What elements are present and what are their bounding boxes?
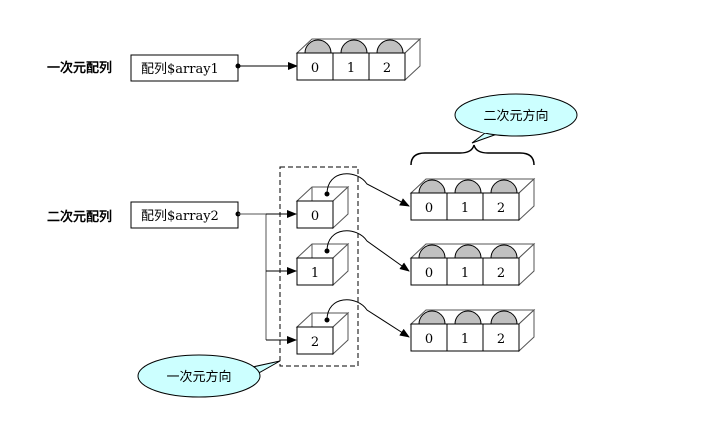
array-cell-index: 0 — [425, 332, 433, 347]
second-dimension-brace — [410, 144, 535, 166]
array-box-array1: 0 1 2 — [295, 37, 422, 82]
pointer-arrow — [326, 230, 410, 272]
outer-cell-1: 1 — [295, 230, 410, 287]
array-cell-index: 2 — [497, 266, 505, 281]
ball — [454, 179, 482, 194]
ball — [340, 39, 368, 54]
ball — [490, 310, 518, 325]
outer-array-container: 0 1 2 — [295, 173, 410, 356]
outer-cell-0: 0 — [295, 173, 410, 230]
cube-front — [296, 257, 334, 286]
ball — [376, 39, 404, 54]
array-cell — [446, 192, 484, 221]
ball — [418, 310, 446, 325]
array2-branch-line — [238, 213, 267, 340]
array-cell — [410, 257, 448, 286]
array-cell-index: 2 — [497, 332, 505, 347]
cube-front — [296, 200, 334, 229]
array1-container: 0 1 2 — [295, 37, 422, 82]
ball — [454, 310, 482, 325]
ball — [304, 39, 332, 54]
ball — [490, 244, 518, 259]
array2-variable-label: 配列$array2 — [141, 209, 219, 224]
array-box-inner-2: 0 1 2 — [409, 308, 536, 353]
array-box-inner-0: 0 1 2 — [409, 177, 536, 222]
first-dimension-outline — [279, 166, 359, 367]
array-cell-index: 1 — [347, 61, 355, 76]
array-box-inner-1: 0 1 2 — [409, 242, 536, 287]
array-cell-index: 1 — [461, 266, 469, 281]
pointer-arrow — [326, 299, 410, 338]
array-cell — [332, 52, 370, 81]
second-dimension-callout — [454, 93, 578, 137]
outer-cell-index: 2 — [311, 335, 319, 350]
two-dim-label: 二次元配列 — [47, 209, 112, 225]
array-cell-index: 1 — [461, 332, 469, 347]
array-cell — [482, 192, 520, 221]
array-cell — [482, 323, 520, 352]
array-cell-index: 0 — [425, 266, 433, 281]
array1-variable-box — [130, 54, 239, 82]
array-cell — [410, 192, 448, 221]
outer-cell-index: 0 — [311, 209, 319, 224]
pointer-arrow — [326, 173, 410, 207]
array-cell-index: 0 — [425, 201, 433, 216]
array2-variable-box — [130, 201, 239, 229]
array-cell-index: 2 — [497, 201, 505, 216]
array1-variable-label: 配列$array1 — [141, 62, 219, 77]
ball — [418, 244, 446, 259]
ball — [490, 179, 518, 194]
array-cell-index: 2 — [383, 61, 391, 76]
first-dimension-callout — [137, 354, 261, 398]
ball — [454, 244, 482, 259]
array-cell — [446, 257, 484, 286]
array-cell — [446, 323, 484, 352]
first-dimension-callout-text: 一次元方向 — [166, 369, 231, 385]
array-cell-index: 1 — [461, 201, 469, 216]
ball — [418, 179, 446, 194]
cube-front — [296, 326, 334, 355]
array-cell — [368, 52, 406, 81]
second-dimension-callout-text: 二次元方向 — [483, 108, 548, 124]
one-dim-label: 一次元配列 — [47, 60, 112, 76]
array-cell — [482, 257, 520, 286]
array-cell-index: 0 — [311, 61, 319, 76]
inner-arrays-container: 0 1 2 0 1 2 0 1 2 — [409, 177, 536, 353]
outer-cell-2: 2 — [295, 299, 410, 356]
outer-cell-index: 1 — [311, 266, 319, 281]
